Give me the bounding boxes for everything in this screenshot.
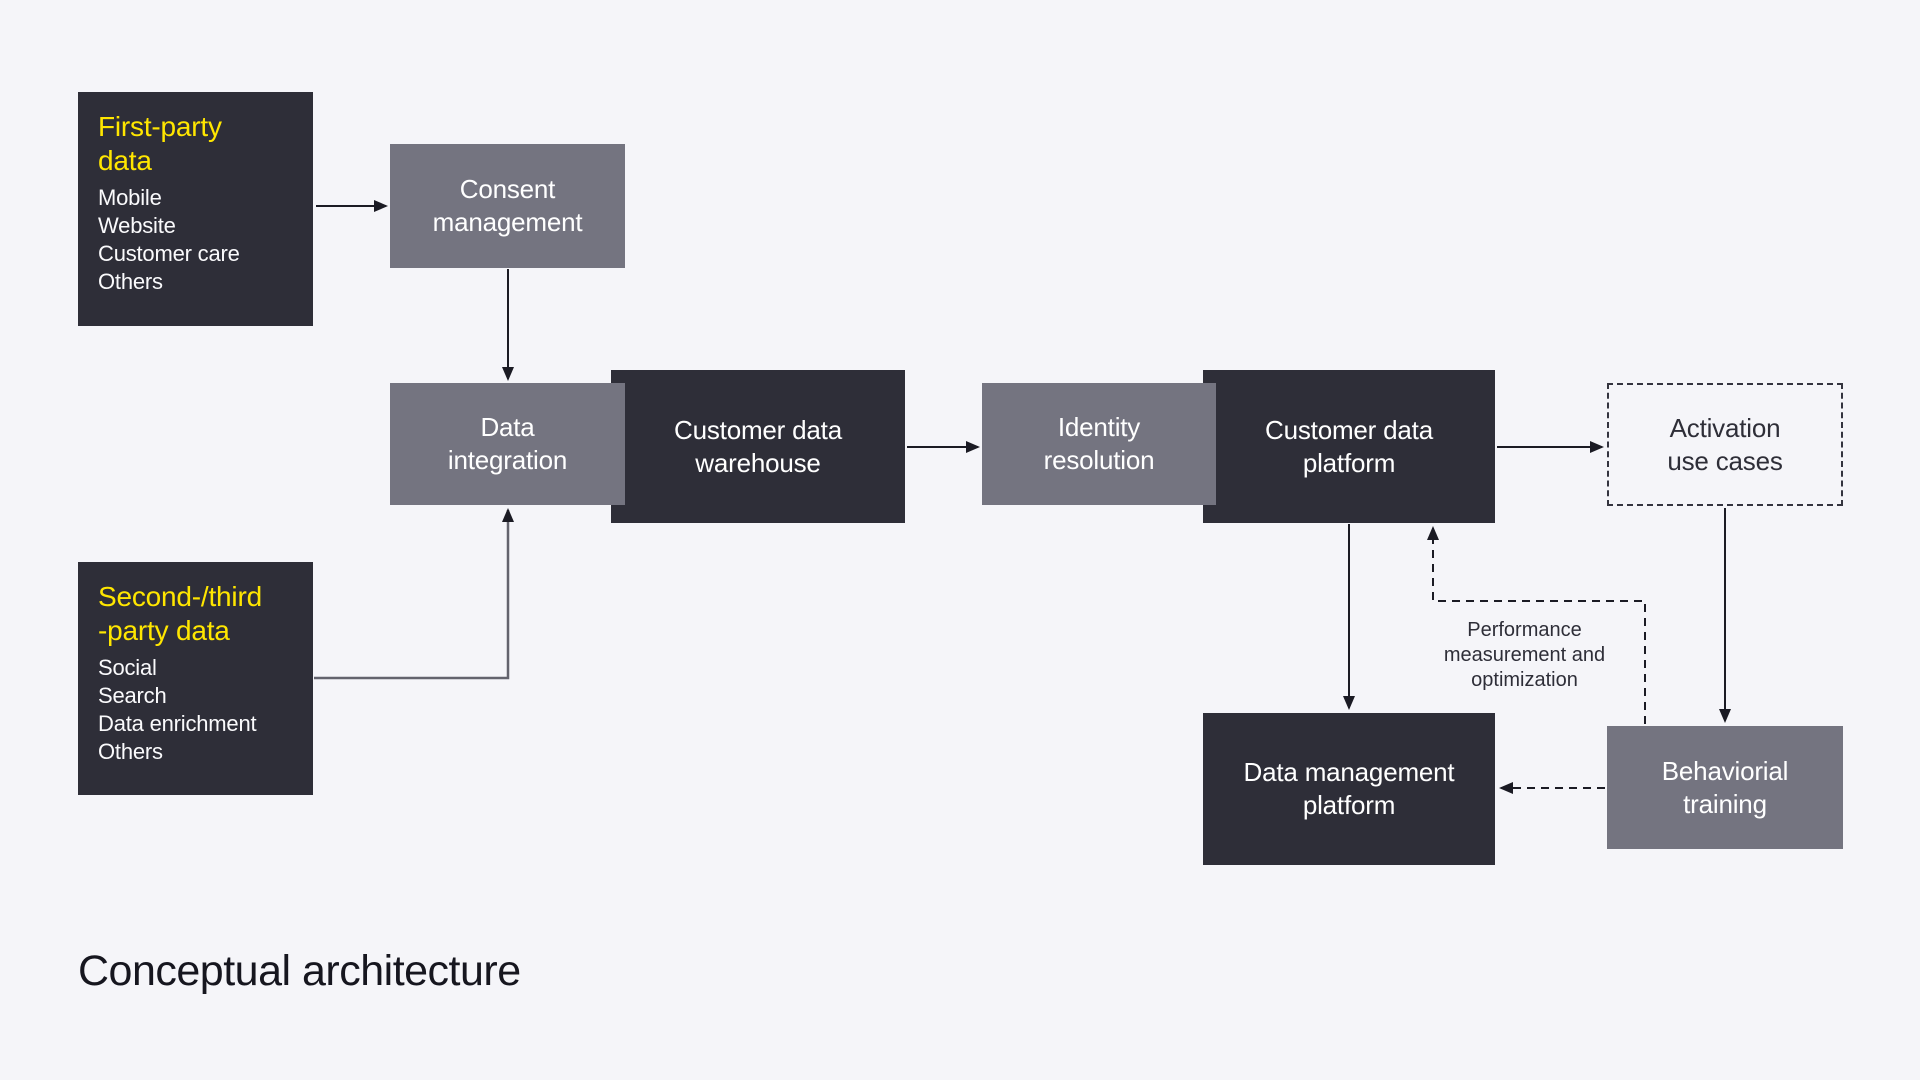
- customer-data-platform-box: Customer data platform: [1203, 370, 1495, 523]
- performance-measurement-note: Performance measurement and optimization: [1443, 619, 1606, 691]
- page-title: Conceptual architecture: [78, 947, 521, 995]
- arrow-second-third-to-data-integration: [314, 508, 514, 680]
- customer-data-warehouse-box: Customer data warehouse: [611, 370, 905, 523]
- activation-use-cases-label: Activation use cases: [1667, 412, 1783, 476]
- second-third-party-data-heading: Second-/third -party data: [98, 581, 262, 646]
- consent-management-box: Consent management: [390, 144, 625, 268]
- data-management-platform-label: Data management platform: [1243, 757, 1455, 820]
- list-item: Mobile: [98, 185, 162, 210]
- first-party-data-box: First-party data Mobile Website Customer…: [78, 92, 313, 326]
- list-item: Data enrichment: [98, 711, 257, 736]
- behavioral-training-box: Behaviorial training: [1607, 726, 1843, 849]
- first-party-data-heading: First-party data: [98, 111, 222, 176]
- customer-data-warehouse-label: Customer data warehouse: [674, 414, 842, 478]
- list-item: Website: [98, 213, 176, 238]
- consent-management-label: Consent management: [432, 174, 583, 237]
- list-item: Others: [98, 739, 163, 764]
- customer-data-platform-label: Customer data platform: [1265, 414, 1433, 478]
- data-integration-label: Data integration: [447, 412, 568, 475]
- list-item: Others: [98, 269, 163, 294]
- list-item: Customer care: [98, 241, 240, 266]
- behavioral-training-label: Behaviorial training: [1661, 755, 1789, 819]
- list-item: Social: [98, 655, 157, 680]
- activation-use-cases-box: Activation use cases: [1607, 383, 1843, 506]
- list-item: Search: [98, 683, 167, 708]
- second-third-party-data-list: Social Search Data enrichment Others: [98, 654, 297, 766]
- data-management-platform-box: Data management platform: [1203, 713, 1495, 865]
- second-third-party-data-box: Second-/third -party data Social Search …: [78, 562, 313, 795]
- dashed-arrow-behavioral-to-platform: [1427, 526, 1646, 724]
- first-party-data-list: Mobile Website Customer care Others: [98, 184, 297, 296]
- data-integration-box: Data integration: [390, 383, 625, 505]
- identity-resolution-box: Identity resolution: [982, 383, 1216, 505]
- identity-resolution-label: Identity resolution: [1043, 412, 1155, 475]
